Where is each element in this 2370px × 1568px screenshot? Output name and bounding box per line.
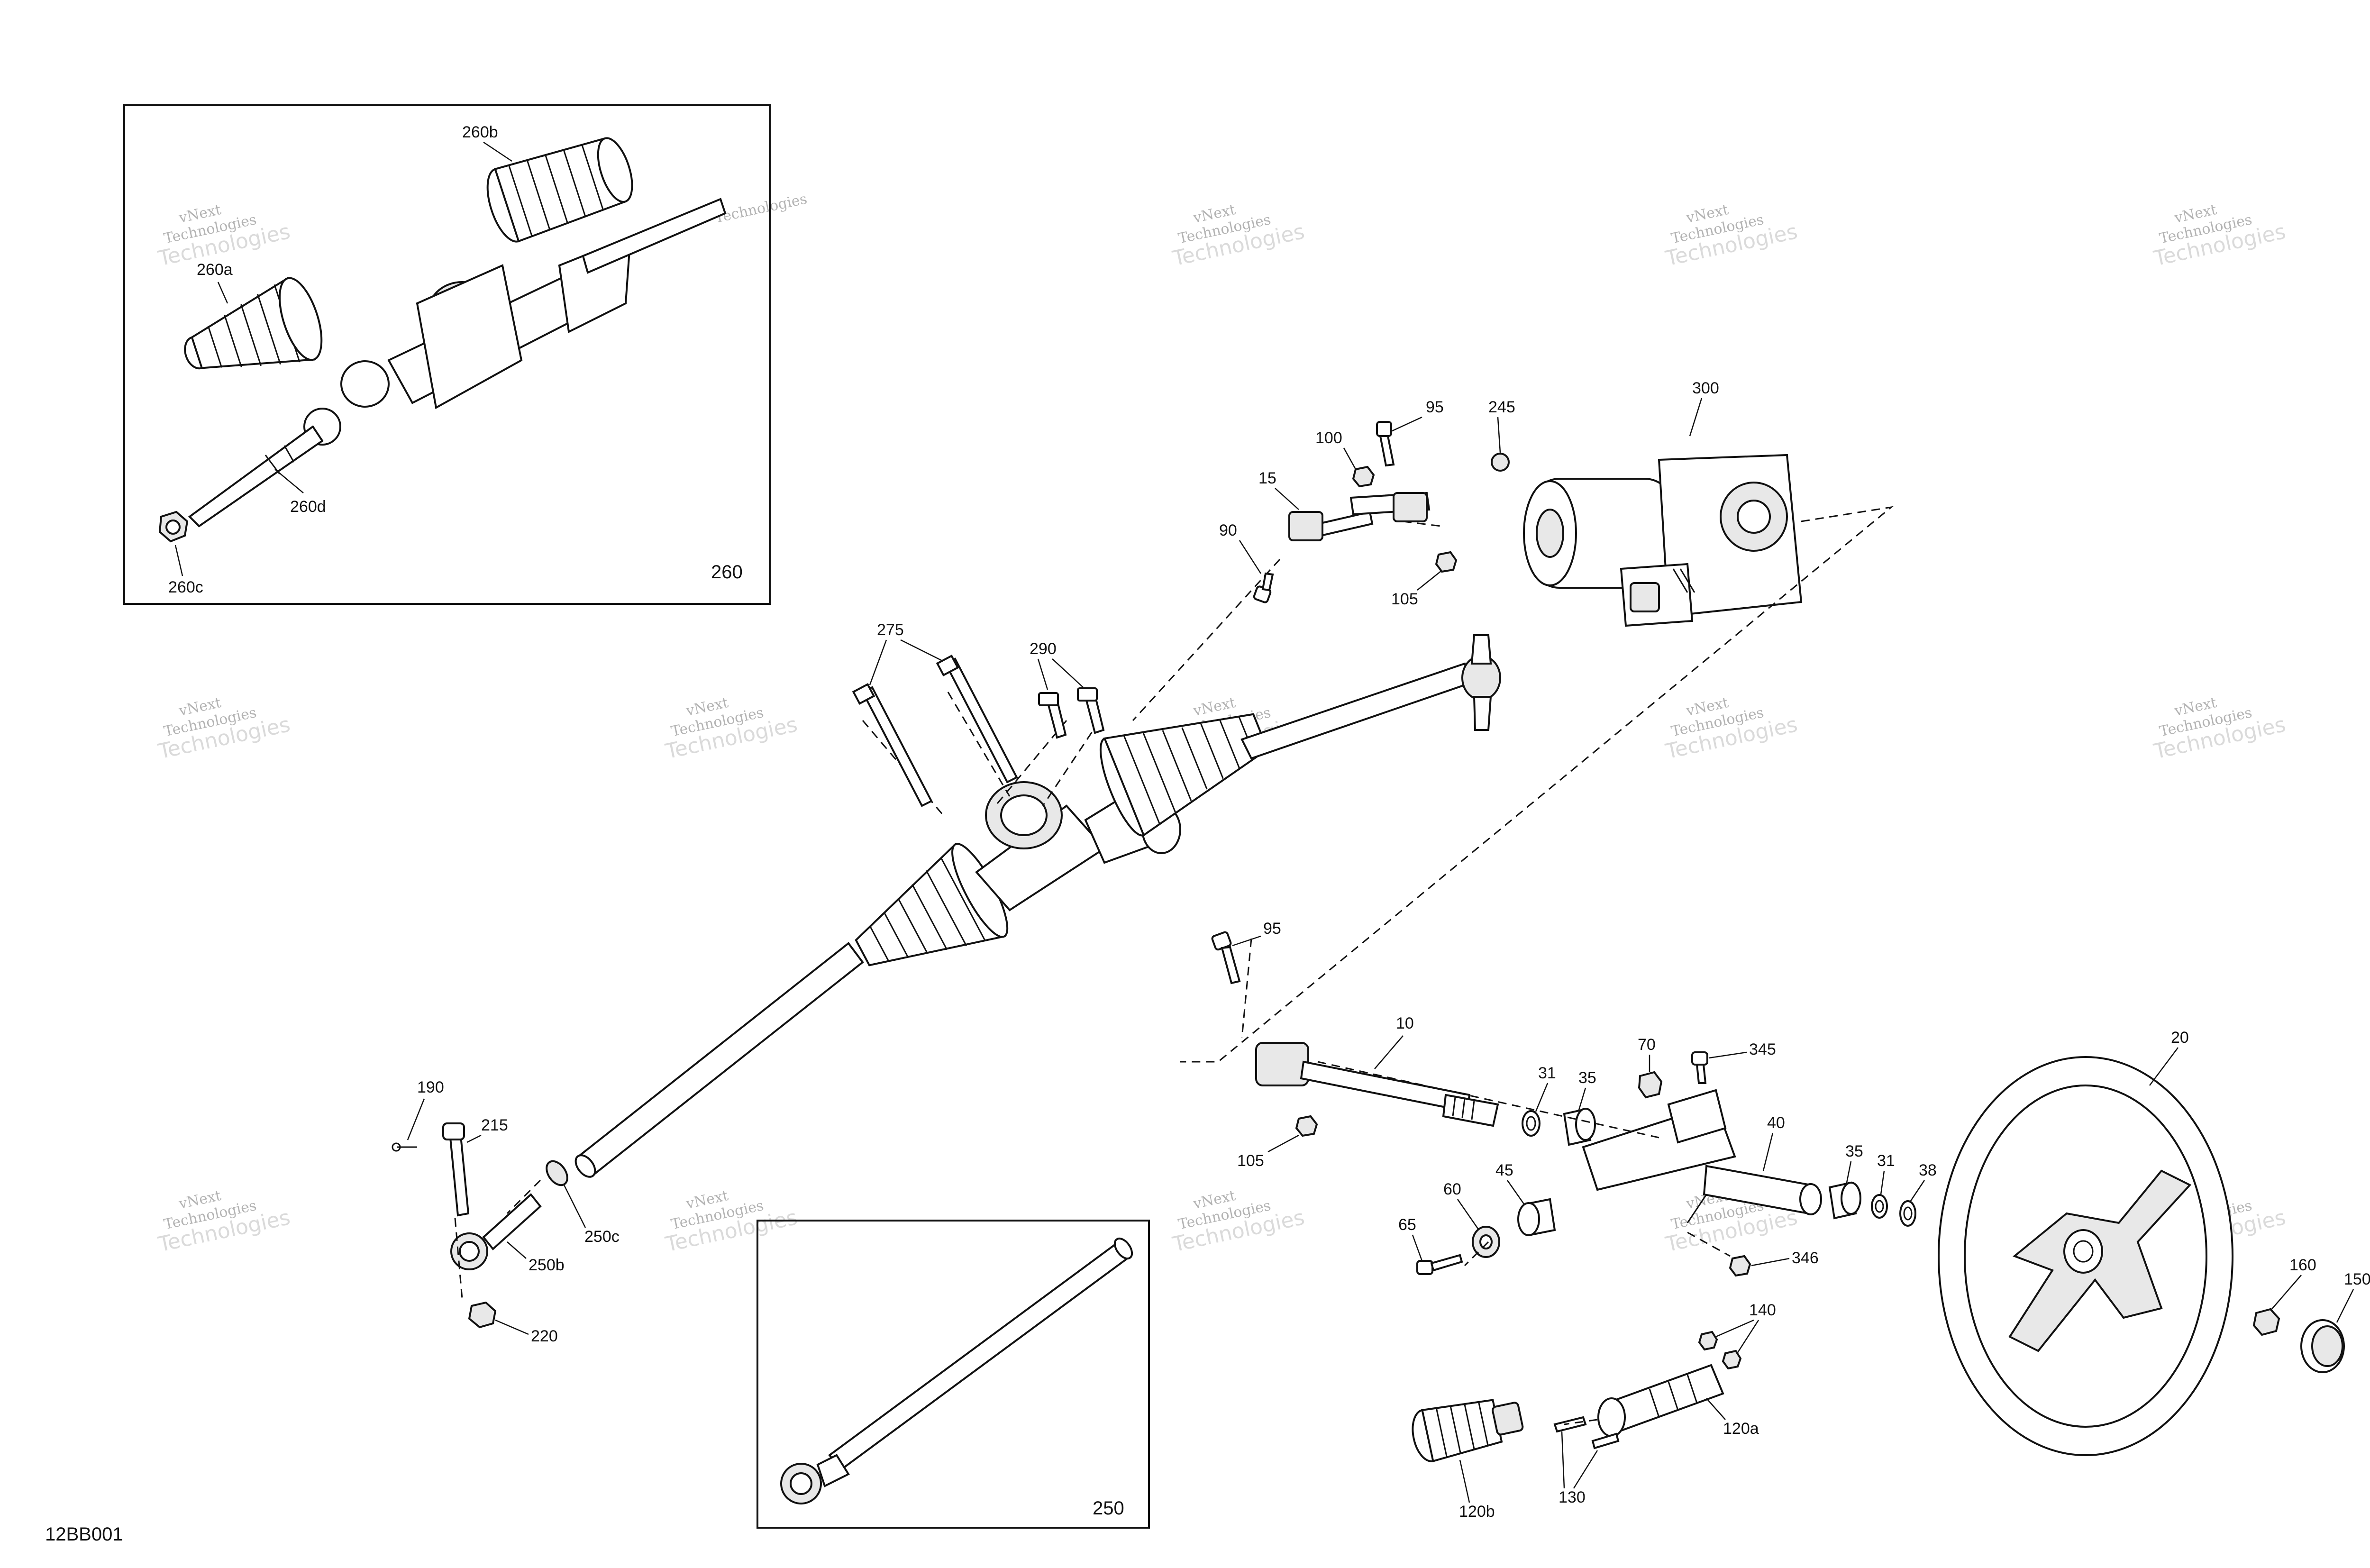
callout-60: 60 — [1443, 1180, 1461, 1198]
callout-70: 70 — [1638, 1036, 1656, 1054]
callout-260c: 260c — [168, 578, 203, 596]
bolt-95-top — [1376, 421, 1395, 467]
jam-nut-250c — [546, 1160, 568, 1186]
callout-140: 140 — [1749, 1301, 1776, 1319]
inner-tie-rod-260d — [188, 408, 341, 528]
callout-250c: 250c — [584, 1228, 620, 1246]
bolt-65 — [1416, 1254, 1463, 1275]
rack-boot-260a — [184, 277, 323, 370]
callout-345: 345 — [1749, 1040, 1776, 1058]
tie-rod-250 — [828, 1240, 1132, 1471]
callout-100: 100 — [1315, 429, 1342, 447]
inset-260: 260 — [123, 104, 771, 605]
washer-31-a — [1522, 1110, 1540, 1137]
callout-260a: 260a — [197, 261, 233, 279]
nut-160 — [2252, 1308, 2280, 1336]
tie-rod-end-right — [1461, 634, 1501, 731]
bolt-275 — [852, 654, 1018, 807]
rack-housing-inset — [340, 198, 727, 410]
callout-105-top: 105 — [1391, 590, 1418, 608]
callout-38: 38 — [1919, 1161, 1937, 1179]
callout-105-low: 105 — [1237, 1152, 1264, 1170]
cap-150 — [2300, 1319, 2345, 1373]
nut-100 — [1352, 465, 1375, 488]
bushing-35-b — [1828, 1181, 1861, 1220]
steering-shaft-10 — [1241, 938, 1499, 1127]
nut-105-low — [1295, 1115, 1318, 1137]
drawing-code: 12BB001 — [45, 1524, 123, 1545]
column-support-40 — [1582, 1089, 1822, 1223]
callout-20: 20 — [2171, 1029, 2189, 1047]
power-steering-unit-300 — [1523, 454, 1803, 627]
callout-35-b: 35 — [1845, 1142, 1863, 1160]
washer-38 — [1899, 1200, 1916, 1227]
callout-95-mid: 95 — [1263, 920, 1281, 938]
inset-frame — [123, 104, 771, 605]
bolt-95-mid — [1211, 931, 1241, 985]
bushing-60 — [1472, 1226, 1500, 1258]
nut-260c — [158, 511, 189, 543]
rack-boot-left — [855, 842, 1009, 966]
bolt-345 — [1691, 1051, 1708, 1084]
bushing-45 — [1517, 1198, 1556, 1236]
callout-95-top: 95 — [1426, 398, 1444, 416]
tilt-actuator-120a — [1597, 1364, 1724, 1437]
cotter-pin-190 — [392, 1142, 417, 1152]
callout-190: 190 — [417, 1078, 444, 1096]
callout-250b: 250b — [529, 1256, 565, 1274]
callout-90: 90 — [1219, 521, 1237, 539]
callout-260b: 260b — [462, 123, 498, 141]
nut-140 — [1698, 1331, 1742, 1370]
callout-15: 15 — [1258, 469, 1276, 487]
callout-160: 160 — [2289, 1256, 2316, 1274]
inset-frame — [757, 1220, 1150, 1529]
callout-290: 290 — [1030, 640, 1057, 658]
steering-wheel-20 — [1938, 1056, 2233, 1456]
rack-boot-260b — [486, 137, 633, 243]
nut-346 — [1729, 1255, 1751, 1277]
rack-tube — [577, 942, 864, 1177]
callout-150: 150 — [2344, 1270, 2370, 1288]
bolt-130 — [1553, 1416, 1620, 1449]
steering-rack-assembly — [574, 634, 1501, 1178]
damper-boot-120b — [1412, 1399, 1524, 1463]
callout-130: 130 — [1559, 1488, 1586, 1506]
inset-label-250: 250 — [1093, 1498, 1124, 1519]
callout-260d: 260d — [290, 498, 326, 516]
alignment-line — [1180, 506, 1894, 1063]
inset-250: 250 — [757, 1220, 1150, 1529]
intermediate-shaft-15 — [1132, 492, 1441, 721]
bolt-215 — [442, 1122, 470, 1217]
nut-105-top — [1435, 551, 1458, 573]
callout-245: 245 — [1488, 398, 1515, 416]
callout-35-a: 35 — [1578, 1069, 1596, 1087]
callout-120b: 120b — [1459, 1503, 1495, 1521]
nut-70 — [1638, 1071, 1663, 1099]
bushing-35-a — [1563, 1108, 1596, 1146]
callout-346: 346 — [1792, 1249, 1819, 1267]
callout-220: 220 — [531, 1327, 558, 1345]
watermark-text: Technologies — [713, 191, 808, 227]
callout-120a: 120a — [1723, 1420, 1759, 1438]
tie-rod-right — [1240, 662, 1473, 760]
bolt-90 — [1253, 572, 1274, 603]
tie-rod-end-250b — [450, 1193, 542, 1270]
callout-45: 45 — [1495, 1161, 1513, 1179]
bolt-290 — [1038, 687, 1105, 739]
callout-40: 40 — [1767, 1114, 1785, 1132]
nut-220 — [468, 1301, 497, 1329]
callout-31-a: 31 — [1538, 1064, 1556, 1082]
nut-245 — [1491, 453, 1510, 472]
callout-215: 215 — [481, 1116, 508, 1134]
callout-10: 10 — [1396, 1014, 1414, 1032]
washer-31-b — [1871, 1194, 1888, 1219]
callout-31-b: 31 — [1877, 1152, 1895, 1170]
callout-300: 300 — [1692, 379, 1719, 397]
inset-label-260: 260 — [711, 562, 743, 583]
callout-65: 65 — [1398, 1216, 1416, 1234]
callout-275: 275 — [877, 621, 904, 639]
